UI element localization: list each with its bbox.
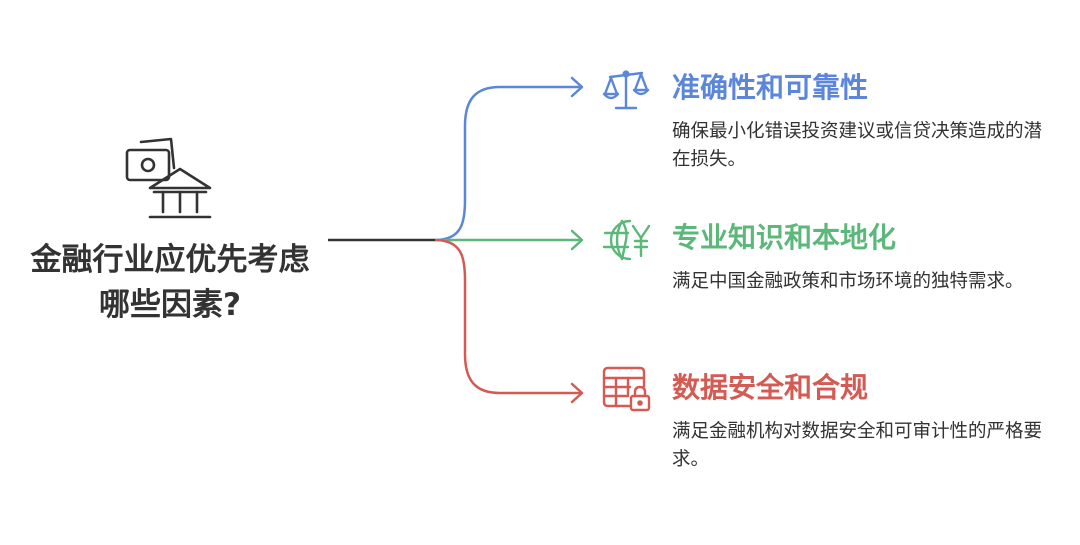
branch-description: 满足中国金融政策和市场环境的独特需求。: [672, 271, 1024, 292]
arrowhead-branch-2: [570, 382, 584, 404]
arrowhead-branch-1: [570, 229, 584, 251]
locked-table-icon: [602, 366, 651, 412]
connector-branch-2: [434, 238, 582, 395]
branch-description: 满足金融机构对数据安全和可审计性的严格要求。: [672, 421, 1043, 470]
globe-yen-icon: [602, 219, 651, 261]
arrowhead-branch-0: [570, 76, 584, 98]
branch-title: 专业知识和本地化: [672, 221, 897, 254]
connector-branch-0: [434, 85, 582, 242]
central-title: 金融行业应优先考虑哪些因素?: [30, 242, 310, 323]
branch-title: 准确性和可靠性: [672, 71, 869, 104]
branch-description: 确保最小化错误投资建议或信贷决策造成的潜在损失。: [672, 121, 1043, 170]
balance-scale-icon: [602, 70, 650, 110]
branch-title: 数据安全和合规: [672, 371, 869, 404]
money-bank-icon: [125, 137, 212, 219]
